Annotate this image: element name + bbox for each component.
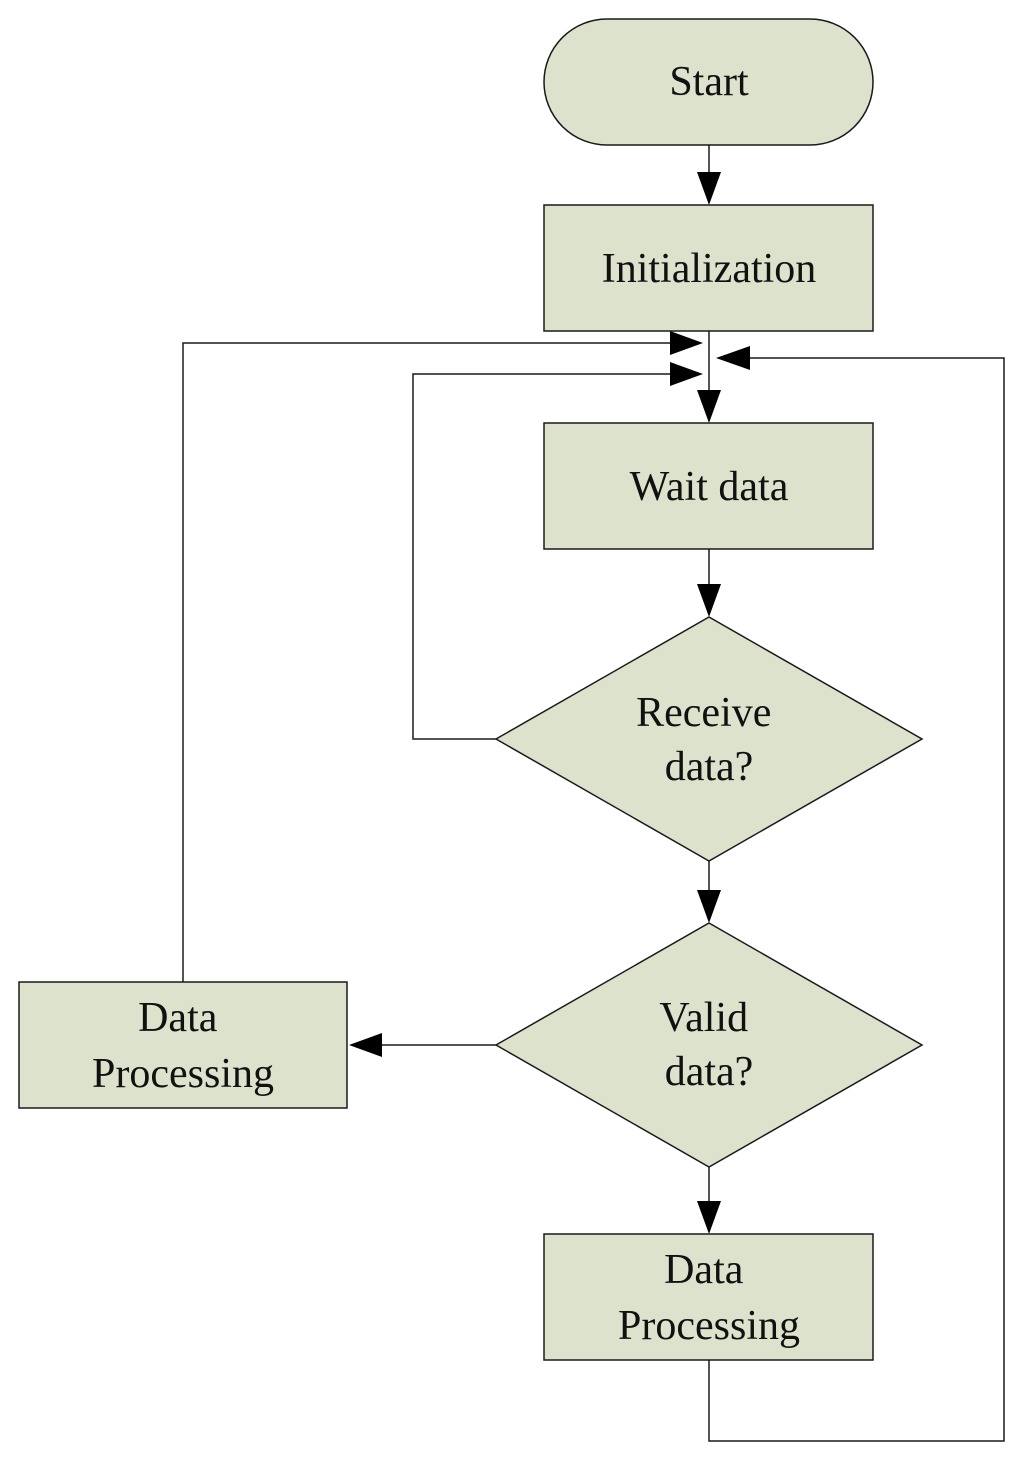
receive-data-label-line-2: data? bbox=[665, 744, 754, 790]
arrowhead-valid bbox=[697, 890, 721, 923]
initialization-label: Initialization bbox=[602, 246, 817, 292]
receive-data-label: Receive data? bbox=[636, 690, 782, 790]
arrowhead-proc-left bbox=[349, 1033, 382, 1057]
edge-proc-left-loop-back bbox=[182, 342, 676, 982]
node-data-processing-bottom: Data Processing bbox=[543, 1233, 874, 1361]
node-start: Start bbox=[543, 18, 874, 146]
connectors bbox=[182, 145, 1005, 1442]
data-processing-bottom-label-line-2: Processing bbox=[618, 1303, 800, 1349]
arrowhead-receive-loop bbox=[670, 362, 703, 386]
initialization-label-line: Initialization bbox=[602, 246, 817, 292]
start-terminator bbox=[543, 18, 874, 146]
arrowhead-receive bbox=[697, 584, 721, 617]
receive-data-label-line-1: Receive bbox=[636, 690, 771, 736]
wait-data-label: Wait data bbox=[630, 464, 789, 510]
data-processing-left-label-line-1: Data bbox=[138, 995, 218, 1041]
data-processing-bottom-label-line-1: Data bbox=[664, 1247, 744, 1293]
arrowhead-proc-left-loop bbox=[670, 331, 703, 355]
start-label: Start bbox=[669, 59, 749, 105]
arrowhead-proc-bottom bbox=[697, 1201, 721, 1234]
data-processing-left-label-line-2: Processing bbox=[92, 1051, 274, 1097]
node-receive-data: Receive data? bbox=[494, 616, 924, 862]
start-label-line: Start bbox=[669, 59, 749, 105]
valid-data-label-line-2: data? bbox=[665, 1049, 754, 1095]
wait-data-label-line: Wait data bbox=[630, 464, 789, 510]
node-data-processing-left: Data Processing bbox=[18, 981, 348, 1109]
valid-data-label: Valid data? bbox=[659, 995, 758, 1095]
initialization-box bbox=[543, 204, 874, 332]
wait-data-box bbox=[543, 422, 874, 550]
data-processing-bottom-box bbox=[543, 1233, 874, 1361]
node-valid-data: Valid data? bbox=[494, 922, 924, 1168]
receive-data-diamond bbox=[494, 616, 924, 862]
valid-data-diamond bbox=[494, 922, 924, 1168]
valid-data-label-line-1: Valid bbox=[659, 995, 748, 1041]
arrowhead-wait bbox=[697, 390, 721, 423]
arrowhead-proc-bottom-loop bbox=[716, 346, 750, 370]
data-processing-left-box bbox=[18, 981, 348, 1109]
edge-proc-bottom-loop-back bbox=[708, 357, 1005, 1442]
edge-receive-loop-back bbox=[412, 373, 676, 740]
node-wait-data: Wait data bbox=[543, 422, 874, 550]
arrowhead-init bbox=[697, 172, 721, 205]
node-initialization: Initialization bbox=[543, 204, 874, 332]
data-processing-bottom-label: Data Processing bbox=[618, 1247, 800, 1349]
data-processing-left-label: Data Processing bbox=[92, 995, 274, 1097]
